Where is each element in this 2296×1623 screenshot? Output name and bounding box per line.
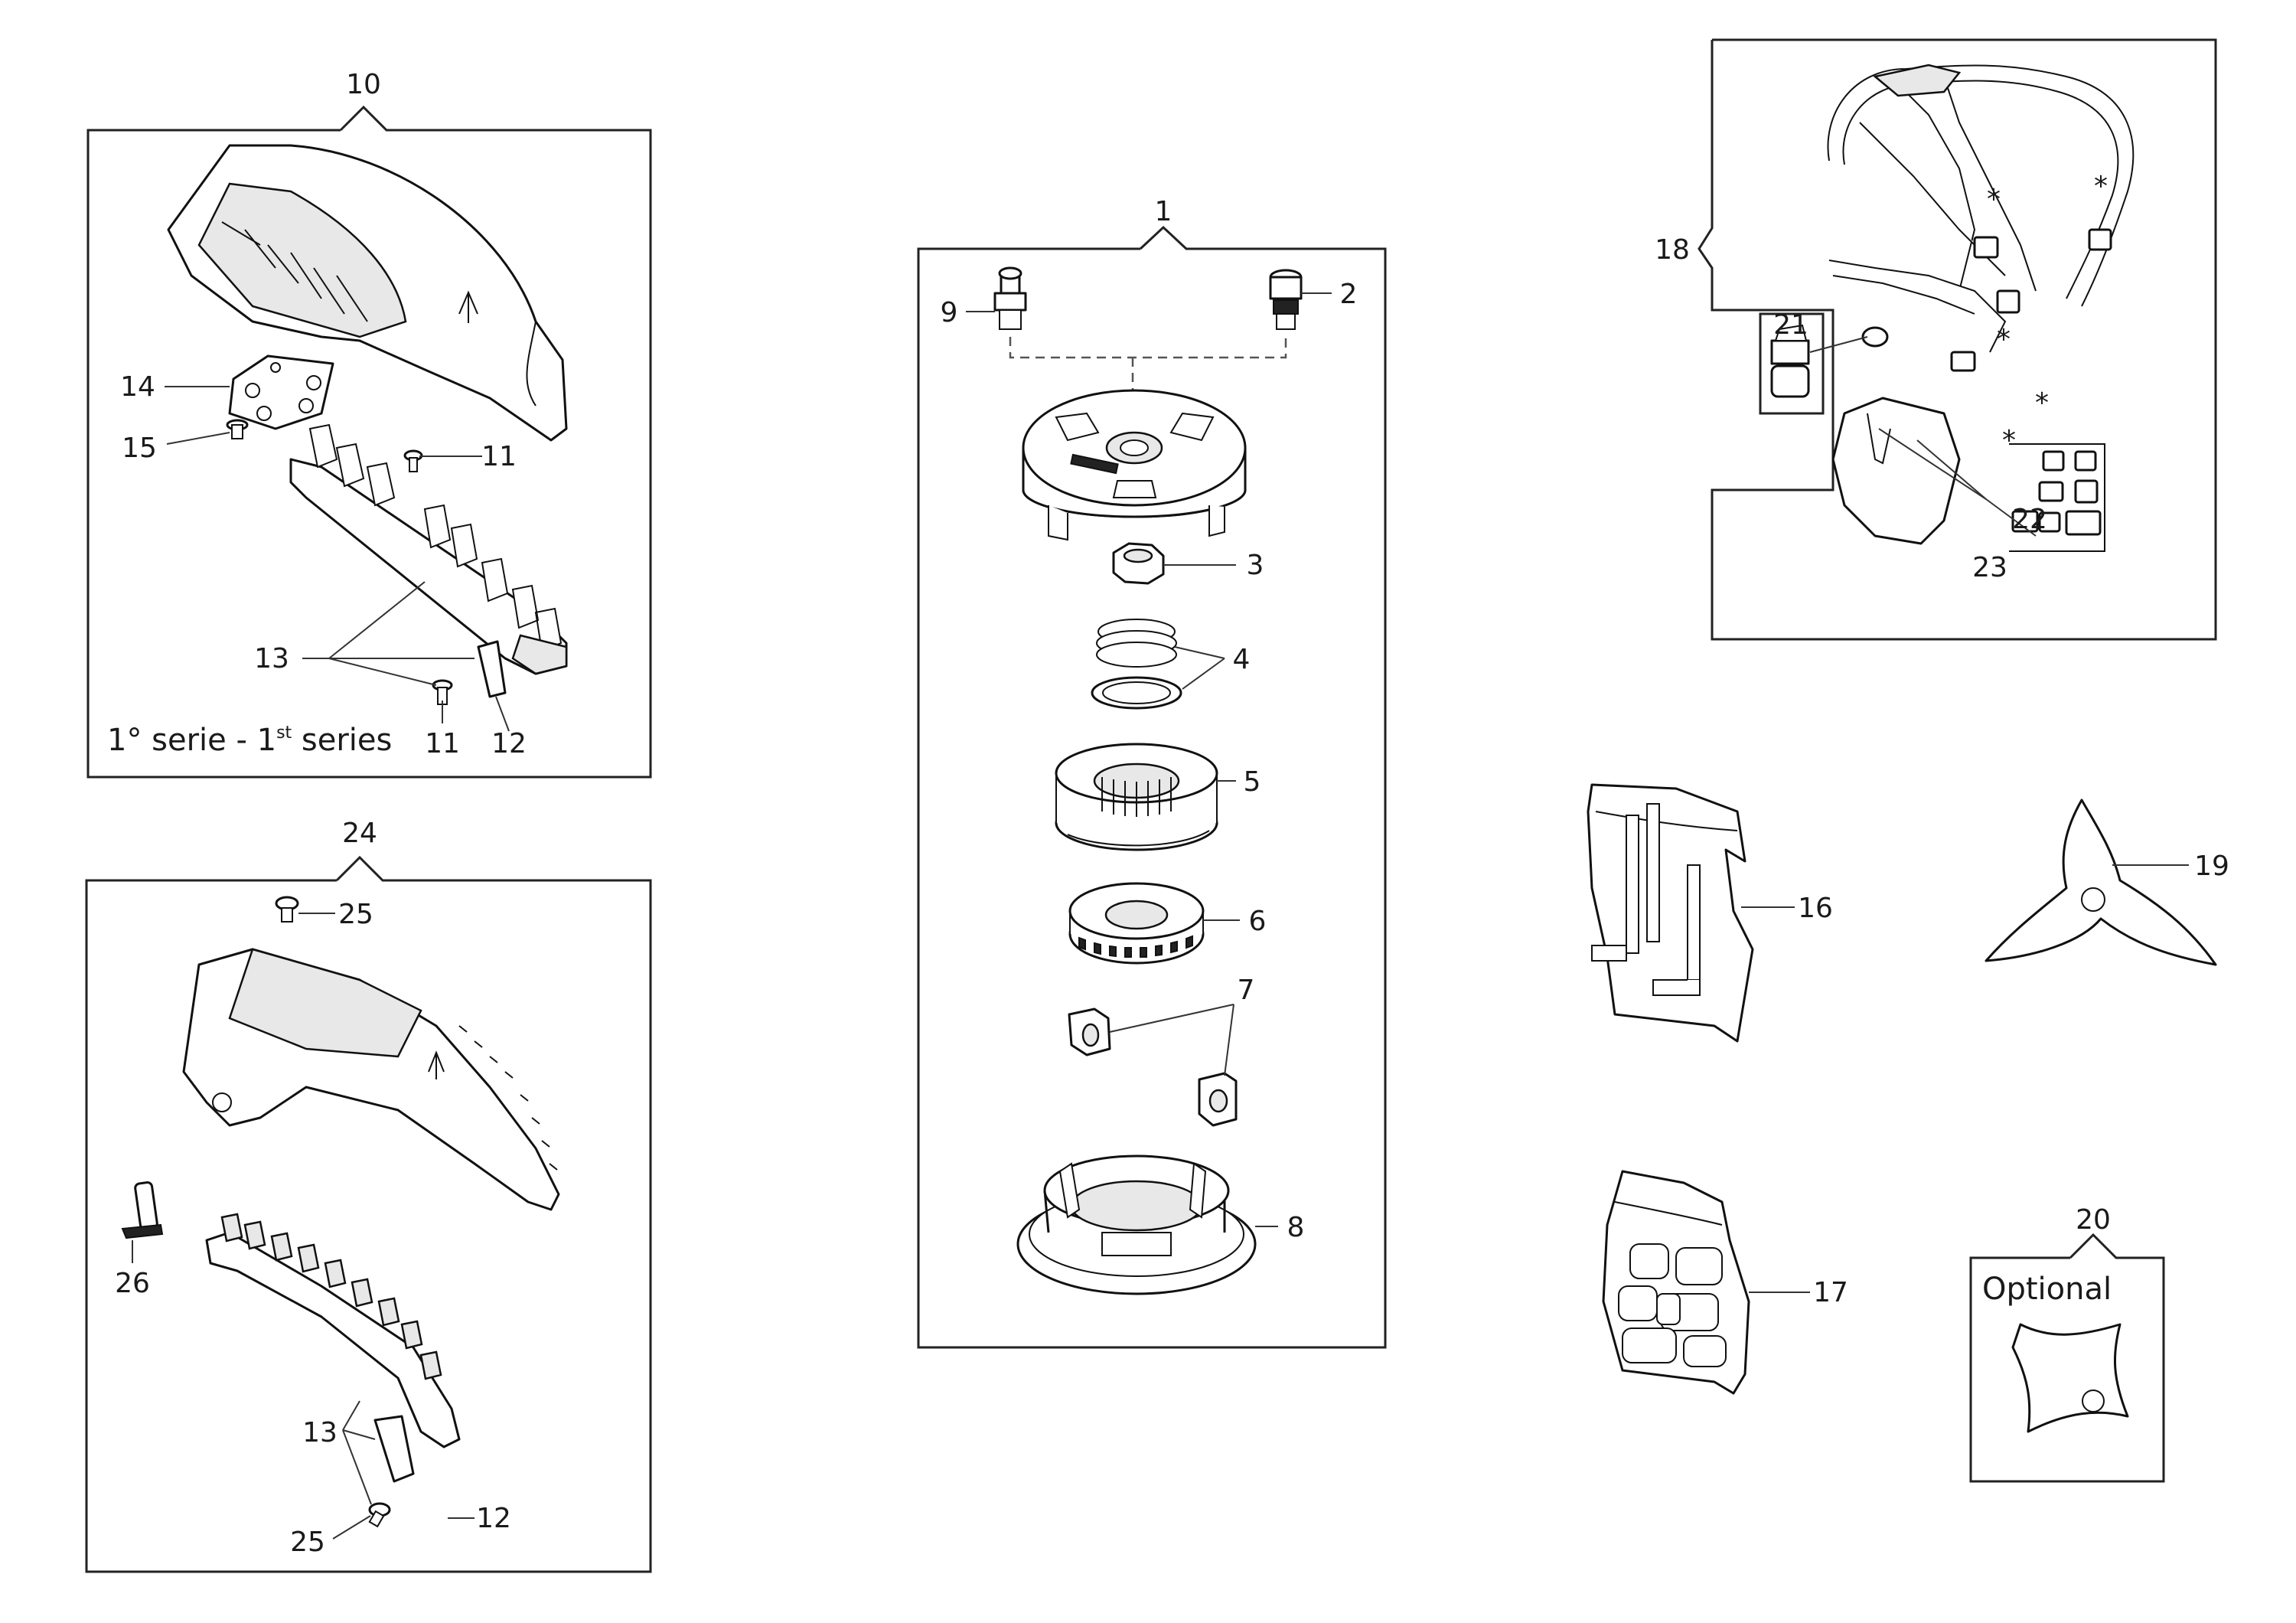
label-21: 21 — [1773, 309, 1808, 341]
four-tooth-blade-icon — [2011, 1323, 2129, 1433]
label-9: 9 — [941, 297, 958, 328]
label-12: 12 — [476, 1503, 511, 1534]
label-20: 20 — [2076, 1204, 2111, 1236]
base-8 — [1016, 1154, 1257, 1295]
group-24-guard: 24 25 26 — [85, 818, 652, 1573]
spring-washer-4 — [1091, 619, 1182, 710]
asterisk-note: * — [2002, 425, 2016, 456]
screw-25-lower — [368, 1502, 391, 1528]
label-18: 18 — [1655, 234, 1690, 266]
spool-5 — [1055, 743, 1218, 851]
label-10: 10 — [346, 69, 381, 100]
label-23: 23 — [1972, 552, 2007, 583]
series-note: 1° serie - 1st series — [107, 723, 392, 758]
label-25: 25 — [338, 899, 373, 930]
inset-23-parts — [2009, 443, 2105, 552]
leader-23 — [1878, 428, 2037, 537]
label-4: 4 — [1233, 644, 1251, 675]
group-1-trimmer-head: 1 9 2 — [917, 196, 1387, 1349]
label-17: 17 — [1813, 1277, 1848, 1308]
blade-19: 19 — [1985, 798, 2229, 966]
label-22: 22 — [2012, 504, 2047, 535]
blade-bar-13-second — [205, 1213, 461, 1448]
label-12: 12 — [491, 728, 527, 759]
guard-shell-10 — [167, 144, 568, 442]
label-25: 25 — [290, 1527, 325, 1558]
inset-21-22 — [1759, 312, 1825, 415]
label-24: 24 — [342, 818, 377, 849]
asterisk-note: * — [2094, 171, 2108, 202]
label-11: 11 — [481, 441, 517, 472]
blade-12-first — [477, 640, 507, 698]
optional-note: Optional — [1982, 1272, 2112, 1307]
group-10-guard-first-series: 10 — [86, 69, 652, 779]
label-15: 15 — [122, 433, 157, 464]
guard-shell-24 — [182, 948, 560, 1211]
label-2: 2 — [1340, 279, 1358, 310]
label-6: 6 — [1249, 906, 1267, 937]
label-13: 13 — [302, 1417, 338, 1448]
label-11: 11 — [425, 728, 460, 759]
asterisk-note: * — [2035, 387, 2049, 419]
label-13: 13 — [254, 643, 289, 674]
harness-straps — [1827, 64, 2135, 353]
eyelet-7-right — [1198, 1072, 1238, 1127]
label-14: 14 — [120, 371, 155, 403]
label-8: 8 — [1287, 1212, 1305, 1243]
assembly-dashed-line — [1009, 337, 1287, 390]
group-18-frame — [1698, 38, 2217, 641]
leader-7 — [1109, 1004, 1234, 1076]
asterisk-note: * — [1997, 324, 2011, 355]
label-5: 5 — [1244, 766, 1261, 798]
plate-14 — [228, 354, 334, 430]
tool-bag-16: 16 — [1587, 783, 1833, 1043]
harness-hip-pad — [1831, 397, 1961, 545]
group-10-leaders — [165, 386, 510, 732]
screw-25-top — [275, 896, 299, 923]
label-26: 26 — [115, 1268, 150, 1299]
group-20-frame — [1969, 1233, 2165, 1483]
group-24-leaders — [332, 1400, 475, 1540]
eyelet-7-left — [1068, 1007, 1111, 1056]
group-24-frame — [85, 855, 652, 1573]
bag-contents-icon — [1618, 1243, 1727, 1367]
top-cap — [1022, 389, 1247, 541]
label-16: 16 — [1798, 893, 1833, 924]
asterisk-note: * — [1987, 184, 2001, 215]
label-7: 7 — [1238, 975, 1255, 1006]
hex-keys-icon — [1591, 803, 1701, 996]
screw-11-upper — [403, 449, 423, 472]
blade-12-second — [373, 1415, 415, 1483]
leader-4 — [1174, 646, 1225, 690]
harness-clips — [1861, 228, 2112, 465]
group-1-frame — [917, 225, 1387, 1349]
ring-6 — [1068, 882, 1205, 965]
pin-26 — [121, 1181, 164, 1239]
screw-15 — [226, 419, 249, 439]
label-1: 1 — [1155, 196, 1172, 227]
three-tooth-blade-icon — [1985, 798, 2217, 966]
leader-21 — [1809, 336, 1868, 353]
nut-3 — [1112, 542, 1165, 585]
blade-bar-13 — [289, 423, 568, 675]
bolt-9 — [993, 266, 1027, 330]
label-3: 3 — [1247, 550, 1264, 581]
group-18-harness: 18 21 — [1655, 38, 2217, 641]
tool-bag-17: 17 — [1602, 1170, 1848, 1395]
bolt-2 — [1269, 269, 1303, 330]
group-20-optional: 20 Optional — [1969, 1204, 2165, 1483]
group-10-frame — [86, 105, 652, 779]
label-19: 19 — [2194, 851, 2229, 882]
